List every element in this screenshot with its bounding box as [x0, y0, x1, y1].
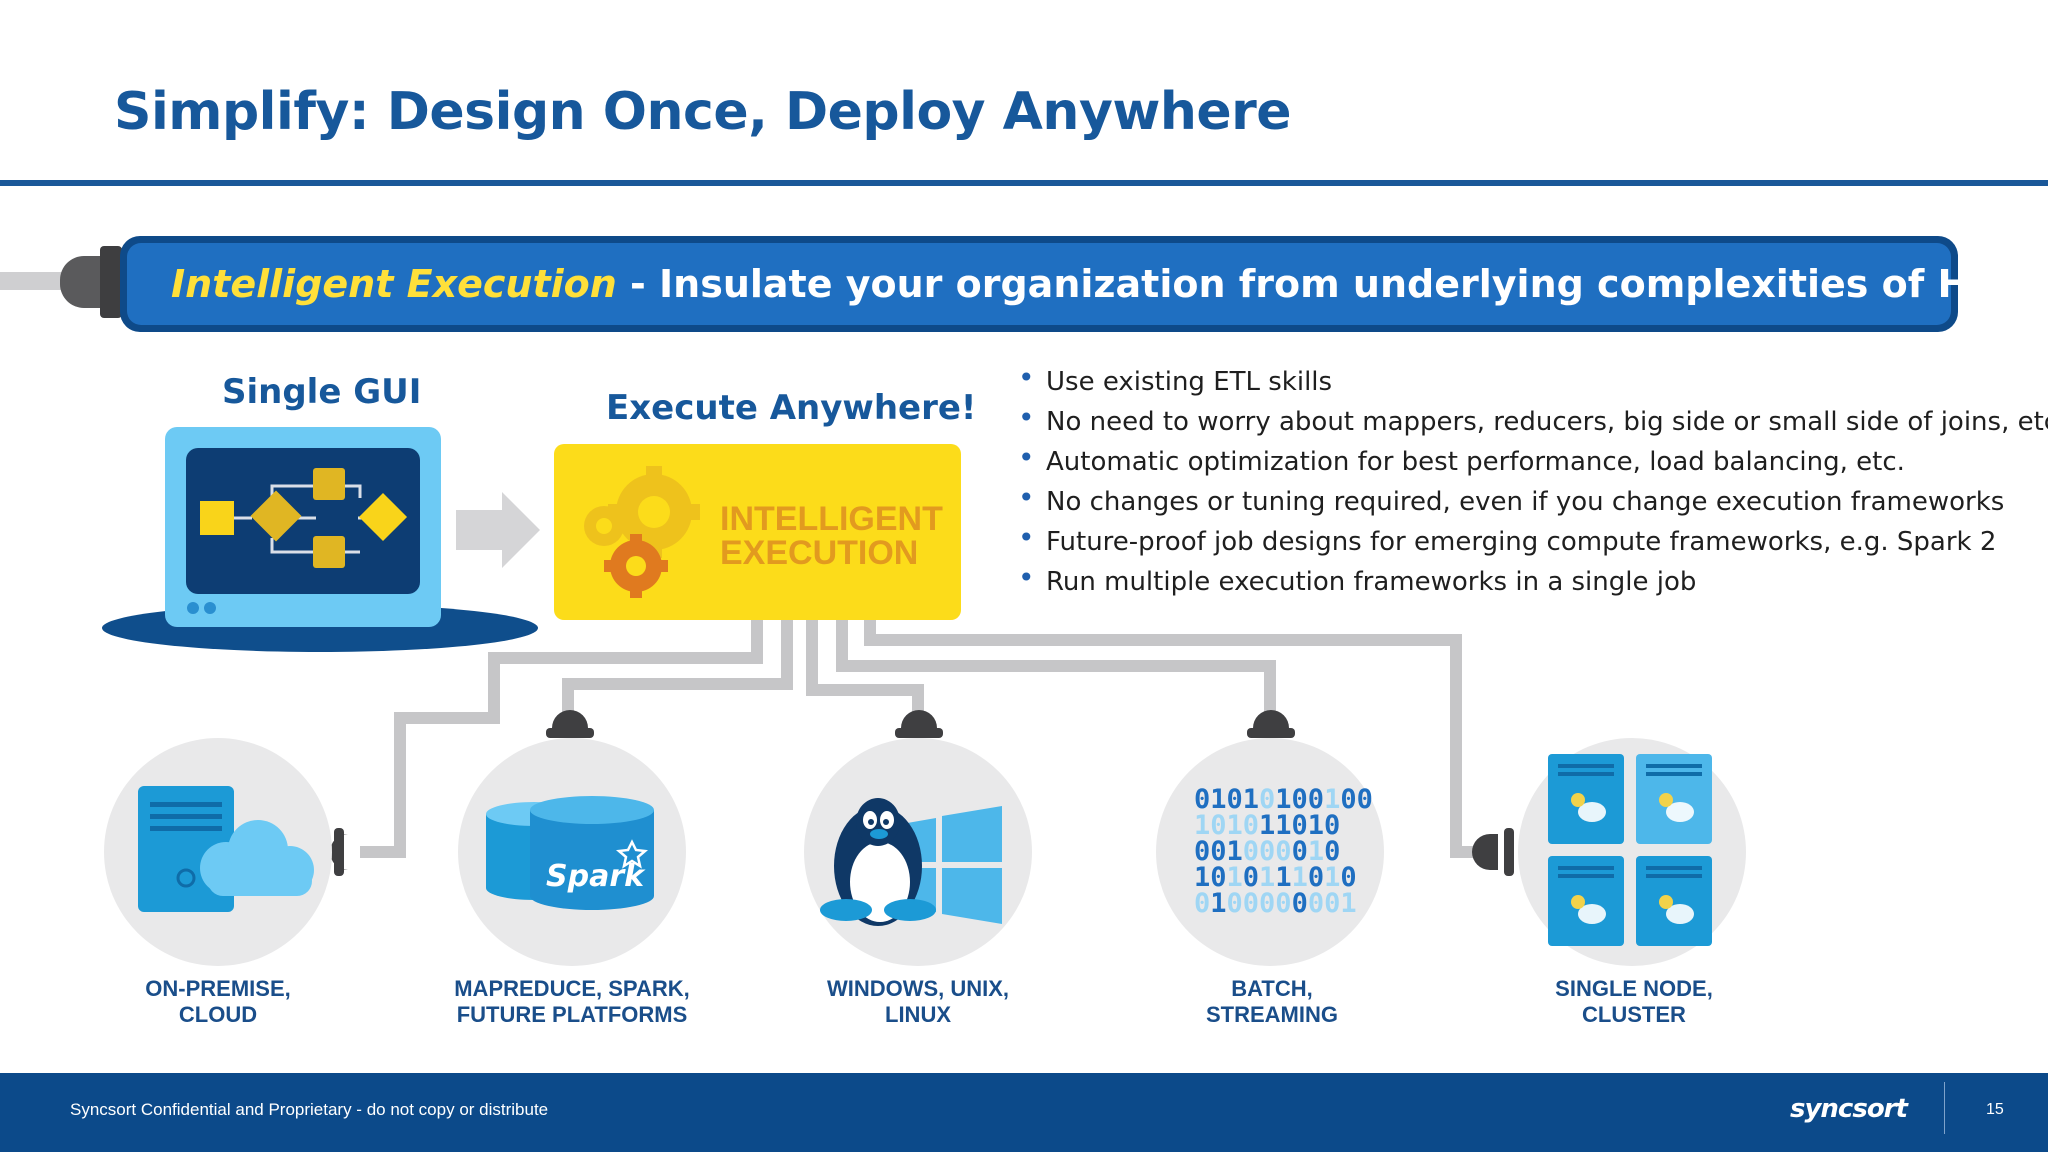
binary-row: 001000010: [1194, 836, 1340, 867]
platform-caption-batch: BATCH, STREAMING: [1122, 976, 1422, 1028]
plug-icon-batch: [1247, 710, 1295, 738]
page-number: 15: [1986, 1101, 2004, 1118]
connector-to-mapreduce: [562, 620, 793, 712]
title-rule: [0, 180, 2048, 186]
caption-line: FUTURE PLATFORMS: [456, 1002, 688, 1027]
banner-highlight: Intelligent Execution: [171, 262, 617, 306]
bullet-item: Use existing ETL skills: [1018, 358, 2048, 402]
binary-stream-icon: 01010100100 101011010 001000010 10101110…: [1194, 784, 1373, 919]
spark-logo: Spark: [546, 859, 646, 894]
plug-icon-windows: [895, 710, 943, 738]
single-gui-monitor-icon: [102, 427, 538, 652]
caption-line: STREAMING: [1206, 1002, 1338, 1027]
windows-linux-icon: [820, 798, 1002, 926]
bullet-item: No changes or tuning required, even if y…: [1018, 478, 2048, 522]
caption-line: CLOUD: [178, 1002, 258, 1027]
caption-line: SINGLE NODE,: [1555, 976, 1713, 1001]
caption-line: MAPREDUCE, SPARK,: [454, 976, 690, 1001]
banner-cable: [0, 272, 76, 290]
platform-caption-windows: WINDOWS, UNIX, LINUX: [768, 976, 1068, 1028]
binary-row: 1010111010: [1194, 862, 1357, 893]
plug-icon-mapreduce: [546, 710, 594, 738]
plug-icon-cluster: [1472, 828, 1514, 876]
syncsort-logo: syncsort: [1790, 1094, 1908, 1124]
caption-line: LINUX: [885, 1002, 951, 1027]
caption-line: BATCH,: [1231, 976, 1313, 1001]
cluster-nodes-icon: [1548, 754, 1712, 946]
spark-database-icon: Spark: [486, 796, 654, 910]
footer-bar: [0, 1073, 2048, 1152]
bullet-item: Automatic optimization for best performa…: [1018, 438, 2048, 482]
platform-caption-cluster: SINGLE NODE, CLUSTER: [1484, 976, 1784, 1028]
connector-to-onpremise: [360, 620, 763, 858]
connector-to-batch: [836, 620, 1276, 712]
benefits-list: Use existing ETL skills No need to worry…: [1018, 358, 2048, 602]
gears-icon: [584, 466, 700, 598]
caption-line: ON-PREMISE,: [145, 976, 291, 1001]
intelligent-execution-box: INTELLIGENT EXECUTION: [554, 444, 961, 620]
platform-caption-onpremise: ON-PREMISE, CLOUD: [68, 976, 368, 1028]
banner: Intelligent Execution - Insulate your or…: [120, 236, 2048, 332]
binary-row: 01010100100: [1194, 784, 1373, 815]
slide-title: Simplify: Design Once, Deploy Anywhere: [114, 82, 1292, 142]
server-cloud-icon: [138, 786, 314, 912]
footer-divider: [1944, 1082, 1945, 1134]
footer-confidential: Syncsort Confidential and Proprietary - …: [70, 1100, 549, 1119]
single-gui-label: Single GUI: [222, 372, 422, 412]
bullet-item: No need to worry about mappers, reducers…: [1018, 398, 2048, 442]
caption-line: CLUSTER: [1582, 1002, 1686, 1027]
linux-tux-icon: [820, 798, 936, 926]
bullet-item: Run multiple execution frameworks in a s…: [1018, 558, 2048, 602]
hadoop-elephant-icon: [1578, 802, 1694, 924]
bullet-item: Future-proof job designs for emerging co…: [1018, 518, 2048, 562]
connector-to-windows: [806, 620, 924, 712]
banner-body: - Insulate your organization from underl…: [616, 262, 2048, 306]
connector-to-cluster: [864, 620, 1490, 858]
arrow-right-icon: [456, 492, 540, 568]
plug-ring: [100, 246, 122, 318]
platform-caption-mapreduce: MAPREDUCE, SPARK, FUTURE PLATFORMS: [422, 976, 722, 1028]
binary-row: 0100000001: [1194, 888, 1357, 919]
connector-lines: [360, 620, 1490, 858]
plug-sockets: [330, 710, 1514, 876]
engine-label-line2: EXECUTION: [720, 534, 918, 572]
caption-line: WINDOWS, UNIX,: [826, 976, 1010, 1001]
engine-label-line1: INTELLIGENT: [720, 500, 943, 538]
binary-row: 101011010: [1194, 810, 1340, 841]
gear-icon: [1571, 793, 1673, 909]
plug-icon: [60, 256, 106, 308]
plug-icon-onpremise: [330, 828, 348, 876]
execute-anywhere-label: Execute Anywhere!: [606, 388, 977, 428]
banner-text: Intelligent Execution - Insulate your or…: [127, 243, 2048, 325]
